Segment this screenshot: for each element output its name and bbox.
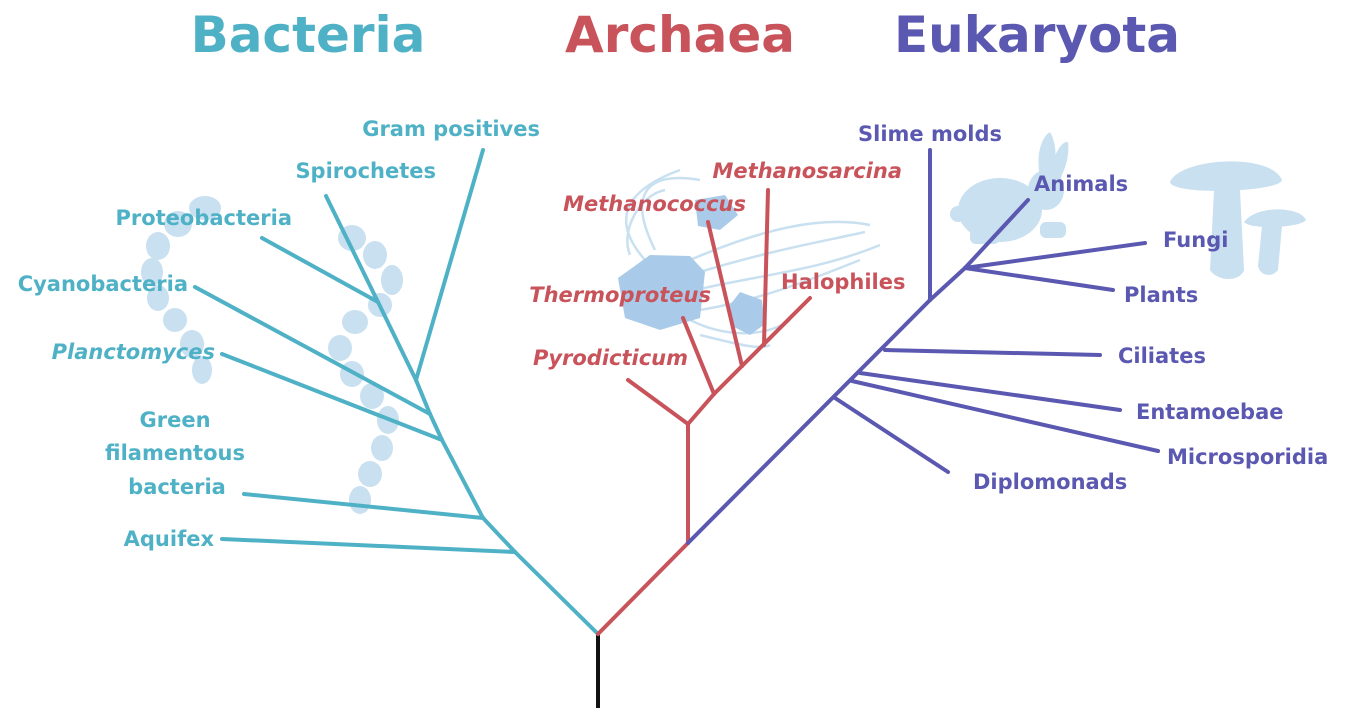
domain-title-eukaryota: Eukaryota: [894, 6, 1180, 64]
label-diplomonads: Diplomonads: [973, 470, 1127, 494]
label-animals: Animals: [1034, 172, 1128, 196]
label-methanosarcina: Methanosarcina: [713, 159, 902, 183]
label-planctomyces: Planctomyces: [52, 340, 215, 364]
bacteria-branches: [193, 148, 600, 636]
label-spirochetes: Spirochetes: [295, 159, 436, 183]
label-aquifex: Aquifex: [124, 527, 215, 551]
label-halophiles: Halophiles: [781, 270, 906, 294]
domain-title-archaea: Archaea: [565, 6, 795, 64]
archaea-cell-icon: [618, 168, 881, 349]
archaea-branches: [596, 188, 812, 636]
label-ciliates: Ciliates: [1118, 344, 1206, 368]
label-fungi: Fungi: [1163, 228, 1228, 252]
label-microsporidia: Microsporidia: [1167, 445, 1328, 469]
label-cyanobacteria: Cyanobacteria: [18, 272, 188, 296]
label-green-filamentous-line1: Green: [139, 408, 210, 432]
label-pyrodicticum: Pyrodicticum: [533, 346, 688, 370]
label-methanococcus: Methanococcus: [563, 192, 746, 216]
mushroom-icon: [1170, 161, 1306, 279]
label-proteobacteria: Proteobacteria: [115, 206, 292, 230]
label-green-filamentous-line2: filamentous: [105, 441, 245, 465]
label-gram-positives: Gram positives: [362, 117, 540, 141]
domain-title-bacteria: Bacteria: [191, 6, 426, 64]
rabbit-icon: [950, 132, 1069, 244]
eukaryota-branches: [686, 148, 1160, 545]
label-entamoebae: Entamoebae: [1136, 400, 1284, 424]
label-slime-molds: Slime molds: [858, 122, 1002, 146]
label-plants: Plants: [1124, 283, 1198, 307]
label-green-filamentous-line3: bacteria: [128, 475, 226, 499]
label-thermoproteus: Thermoproteus: [529, 283, 711, 307]
